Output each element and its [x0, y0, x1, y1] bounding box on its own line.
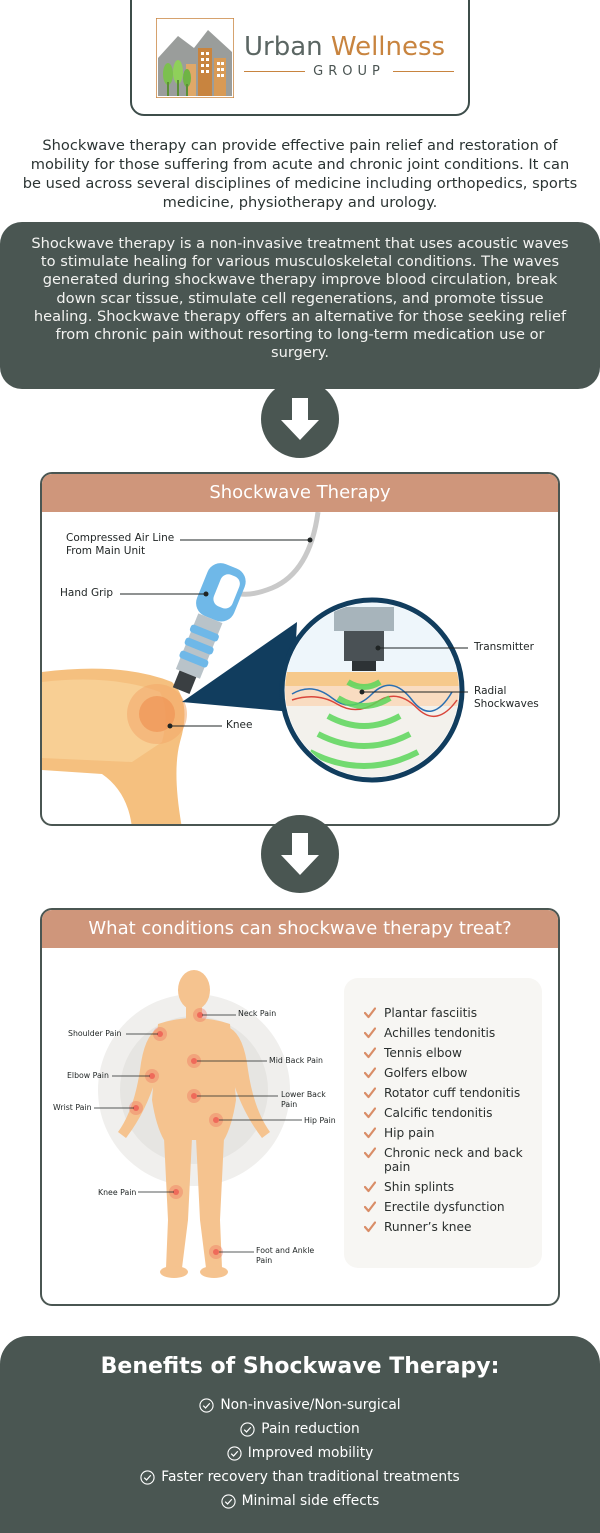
checkmark-icon: [364, 1127, 376, 1139]
therapy-panel: Shockwave Therapy: [40, 472, 560, 826]
condition-label: Erectile dysfunction: [384, 1200, 505, 1214]
checkmark-icon: [364, 1147, 376, 1159]
condition-label: Runner’s knee: [384, 1220, 472, 1234]
condition-item: Runner’s knee: [364, 1220, 542, 1234]
label-knee: Knee: [226, 719, 253, 731]
benefit-label: Faster recovery than traditional treatme…: [161, 1469, 460, 1485]
description-card: Shockwave therapy is a non-invasive trea…: [0, 222, 600, 389]
condition-label: Rotator cuff tendonitis: [384, 1086, 521, 1100]
conditions-panel-title: What conditions can shockwave therapy tr…: [42, 910, 558, 948]
benefits-title: Benefits of Shockwave Therapy:: [100, 1354, 500, 1379]
check-circle-icon: [199, 1397, 214, 1413]
benefit-item: Improved mobility: [0, 1441, 600, 1465]
condition-label: Tennis elbow: [384, 1046, 462, 1060]
brand-word-urban: Urban: [244, 32, 323, 62]
checkmark-icon: [364, 1027, 376, 1039]
condition-label: Shin splints: [384, 1180, 455, 1194]
benefit-label: Improved mobility: [247, 1445, 374, 1461]
check-circle-icon: [227, 1445, 242, 1461]
condition-item: Chronic neck and back pain: [364, 1146, 542, 1174]
benefit-item: Pain reduction: [0, 1417, 600, 1441]
condition-label: Plantar fasciitis: [384, 1006, 478, 1020]
checkmark-icon: [364, 1047, 376, 1059]
checkmark-icon: [364, 1201, 376, 1213]
benefit-label: Minimal side effects: [241, 1493, 380, 1509]
label-lower-back-pain: Lower Back Pain: [281, 1090, 326, 1109]
label-knee-pain: Knee Pain: [98, 1188, 137, 1197]
benefits-section: Benefits of Shockwave Therapy: Non-invas…: [0, 1336, 600, 1533]
checkmark-icon: [364, 1087, 376, 1099]
condition-label: Chronic neck and back pain: [384, 1146, 523, 1174]
logo-card: Urban Wellness GROUP: [130, 0, 470, 116]
condition-item: Tennis elbow: [364, 1046, 542, 1060]
benefit-label: Pain reduction: [261, 1421, 360, 1437]
checkmark-icon: [364, 1181, 376, 1193]
label-shoulder-pain: Shoulder Pain: [68, 1029, 122, 1038]
check-circle-icon: [240, 1421, 255, 1437]
condition-item: Achilles tendonitis: [364, 1026, 542, 1040]
condition-item: Shin splints: [364, 1180, 542, 1194]
checkmark-icon: [364, 1067, 376, 1079]
brand-name: Urban Wellness GROUP: [244, 32, 455, 79]
label-transmitter: Transmitter: [474, 641, 534, 653]
label-radial-shockwaves: Radial Shockwaves: [474, 685, 539, 710]
shockwave-illustration: [42, 512, 468, 824]
label-hand-grip: Hand Grip: [60, 587, 114, 599]
label-mid-back-pain: Mid Back Pain: [269, 1056, 323, 1065]
label-neck-pain: Neck Pain: [238, 1009, 277, 1018]
label-hip-pain: Hip Pain: [304, 1116, 336, 1125]
check-circle-icon: [140, 1469, 155, 1485]
therapy-panel-title: Shockwave Therapy: [42, 474, 558, 512]
condition-label: Achilles tendonitis: [384, 1026, 496, 1040]
city-trees-logo-icon: [156, 18, 234, 98]
checkmark-icon: [364, 1221, 376, 1233]
condition-item: Erectile dysfunction: [364, 1200, 542, 1214]
condition-label: Calcific tendonitis: [384, 1106, 493, 1120]
label-air-line: Compressed Air Line From Main Unit: [66, 532, 175, 557]
down-arrow-icon: [261, 380, 339, 458]
brand-tagline: GROUP: [313, 64, 385, 79]
condition-item: Calcific tendonitis: [364, 1106, 542, 1120]
checkmark-icon: [364, 1007, 376, 1019]
label-elbow-pain: Elbow Pain: [67, 1071, 109, 1080]
check-circle-icon: [221, 1493, 236, 1509]
condition-item: Hip pain: [364, 1126, 542, 1140]
benefit-label: Non-invasive/Non-surgical: [220, 1397, 401, 1413]
down-arrow-icon: [261, 815, 339, 893]
condition-item: Plantar fasciitis: [364, 1006, 542, 1020]
benefit-item: Non-invasive/Non-surgical: [0, 1393, 600, 1417]
condition-label: Hip pain: [384, 1126, 435, 1140]
condition-item: Golfers elbow: [364, 1066, 542, 1080]
intro-paragraph: Shockwave therapy can provide effective …: [22, 137, 578, 211]
label-wrist-pain: Wrist Pain: [53, 1103, 92, 1112]
benefit-item: Faster recovery than traditional treatme…: [0, 1465, 600, 1489]
benefit-item: Minimal side effects: [0, 1489, 600, 1513]
condition-item: Rotator cuff tendonitis: [364, 1086, 542, 1100]
body-pain-map: [94, 970, 302, 1278]
description-paragraph: Shockwave therapy is a non-invasive trea…: [31, 235, 569, 362]
condition-label: Golfers elbow: [384, 1066, 468, 1080]
checkmark-icon: [364, 1107, 376, 1119]
brand-word-wellness: Wellness: [330, 32, 446, 62]
label-foot-ankle-pain: Foot and Ankle Pain: [256, 1246, 315, 1265]
